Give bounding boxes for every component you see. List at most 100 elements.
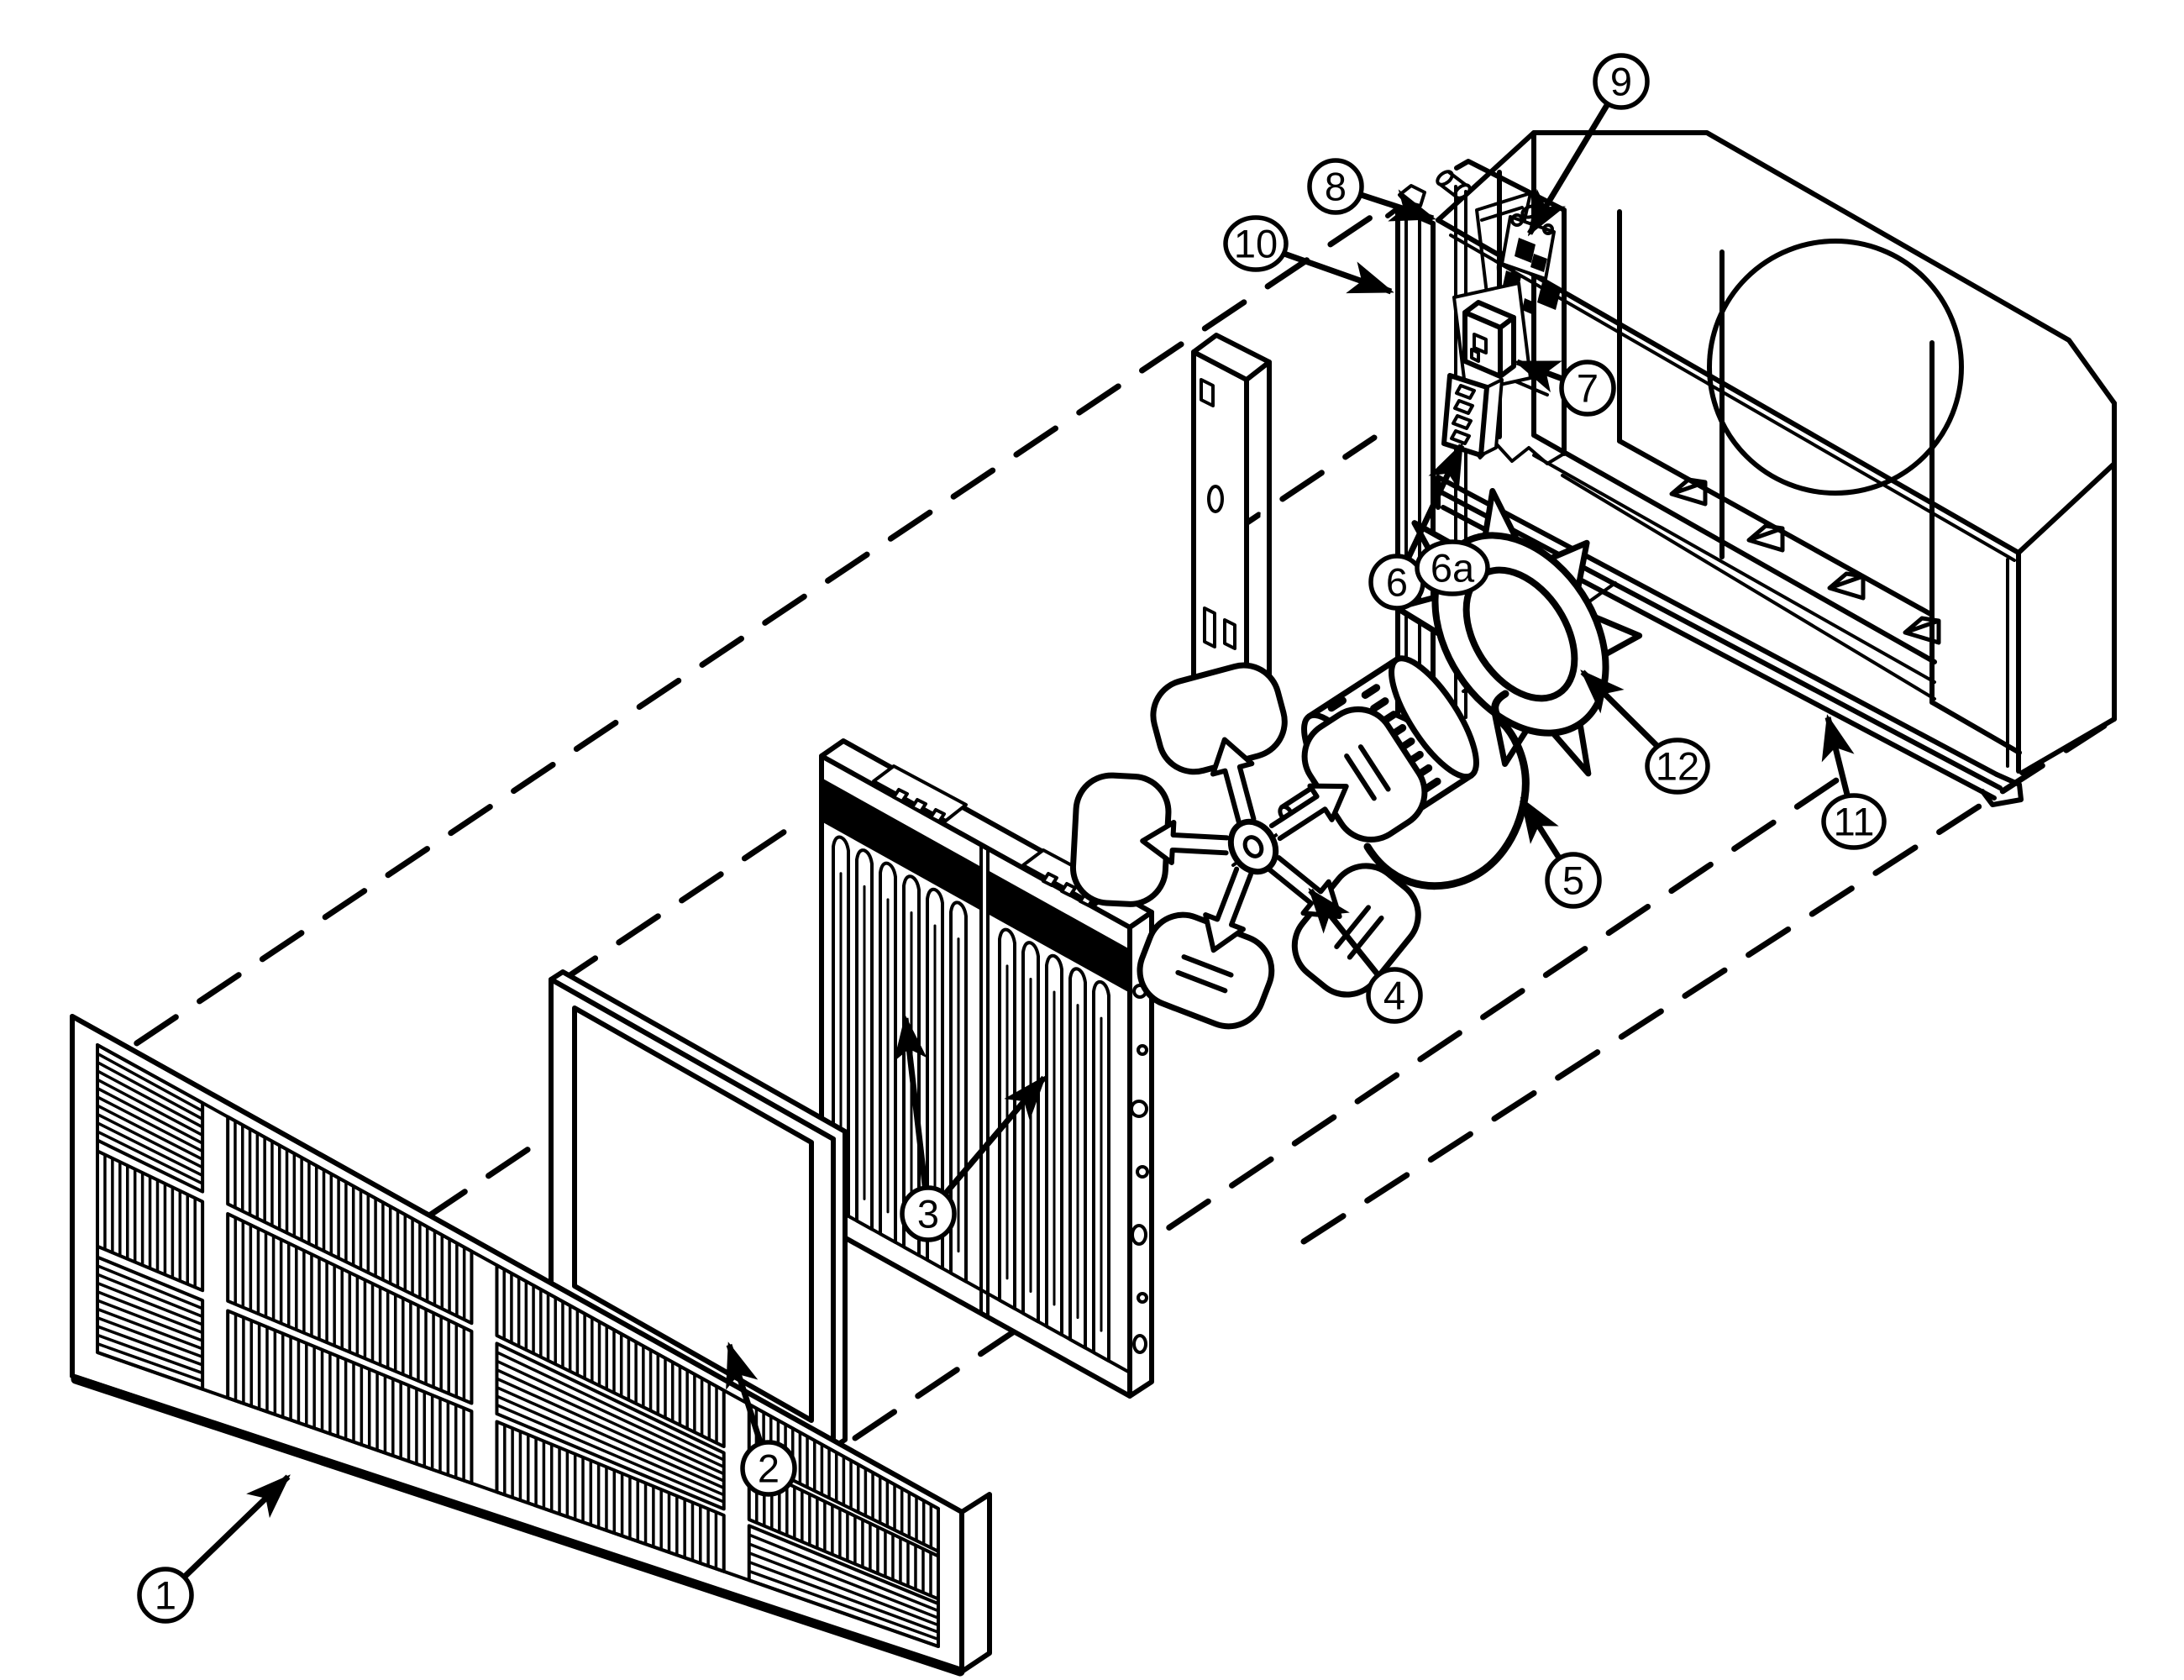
- partition-slot-hole: [1200, 378, 1215, 407]
- motor-vent: [1361, 684, 1381, 699]
- control-bracket-line: [1480, 206, 1524, 222]
- switch-side: [1498, 315, 1516, 379]
- motor-back-face: [1389, 655, 1479, 780]
- callout-number: 1: [155, 1573, 176, 1618]
- louver-line: [96, 1315, 204, 1359]
- louver-panel-border: [747, 1463, 940, 1601]
- fan-spoke: [1268, 783, 1349, 842]
- louver-line: [96, 1341, 204, 1383]
- louver-panel-border: [226, 1309, 474, 1485]
- cabinet-ledge-line-2: [1532, 454, 1936, 684]
- base-rail-end-cap: [1980, 772, 2024, 807]
- callout-number: 3: [917, 1192, 939, 1236]
- louver-panel: [495, 1420, 726, 1573]
- fan-spoke: [1203, 866, 1253, 953]
- callout-leader: [1821, 714, 1855, 795]
- louver-line: [96, 1086, 204, 1145]
- louver-line: [495, 1385, 726, 1490]
- callout-circle: [1593, 53, 1650, 110]
- heater-end-plate-holes: [1130, 984, 1149, 1354]
- callout-11: 11: [1821, 714, 1887, 850]
- louver-line: [96, 1273, 204, 1319]
- callout-5: 5: [1520, 796, 1602, 909]
- louver-panel: [495, 1341, 726, 1511]
- screw-head-1: [1510, 213, 1524, 227]
- sleeve-bottom-front-edge: [1300, 722, 2108, 1245]
- callout-number: 10: [1234, 222, 1278, 266]
- sleeve-top-front-edge: [553, 818, 803, 988]
- terminal-pin-1: [1455, 384, 1476, 400]
- switch-slot: [1473, 333, 1488, 354]
- callout-circle: [1366, 967, 1423, 1024]
- callout-1: 1: [137, 1474, 291, 1624]
- callout-leader: [183, 1474, 291, 1578]
- callout-circle: [900, 1185, 957, 1242]
- blade-mark: [1344, 753, 1377, 801]
- terminal-pin-4: [1450, 429, 1471, 445]
- terminal-pins: [1450, 384, 1476, 445]
- louver-panel-border: [96, 1043, 205, 1194]
- fan-spoke: [1210, 737, 1257, 826]
- cabinet-ledge-line-1: [1531, 433, 1937, 664]
- louver-line: [495, 1403, 726, 1504]
- cabinet-bottom-right-edge: [2019, 717, 2117, 775]
- louver-line: [495, 1377, 726, 1483]
- terminal-lug: [1522, 298, 1536, 315]
- louver-panel: [226, 1115, 474, 1326]
- shroud-flare-tab: [1547, 539, 1590, 591]
- condenser-fan-opening: [1707, 239, 1964, 496]
- louver-panel: [495, 1263, 726, 1449]
- callout-leader: [1514, 359, 1563, 393]
- callout-leader: [1308, 887, 1380, 976]
- switch-slot-2: [1470, 348, 1480, 363]
- heater-filter-assembly: [819, 738, 1154, 1399]
- louver-line: [748, 1560, 940, 1634]
- callout-circle: [740, 1440, 797, 1497]
- louver-panel: [96, 1043, 205, 1194]
- louver-line: [96, 1325, 204, 1367]
- front-grille: [70, 1014, 992, 1677]
- louver-line: [96, 1130, 204, 1185]
- callout-3: 3: [893, 1015, 1047, 1242]
- louver-line: [96, 1307, 204, 1351]
- rear-cabinet: [1436, 130, 2117, 775]
- louver-line: [96, 1095, 204, 1153]
- callout-leader: [943, 1074, 1047, 1195]
- motor-vent: [1422, 777, 1441, 793]
- louver-line: [96, 1333, 204, 1375]
- louver-panel: [226, 1212, 474, 1405]
- louver-line: [96, 1104, 204, 1161]
- louver-line: [748, 1533, 940, 1613]
- louver-panel-border: [495, 1341, 726, 1511]
- blade-mark: [1357, 744, 1391, 792]
- blade-mark: [1175, 969, 1228, 994]
- callout-number: 6: [1386, 560, 1408, 605]
- fan-spoke-arrow: [1210, 737, 1257, 826]
- bracket-holes: [892, 788, 946, 823]
- relay-contact-3: [1530, 254, 1547, 272]
- fan-hub: [1227, 818, 1279, 875]
- callout-circle: [1821, 793, 1887, 850]
- louver-line: [96, 1060, 204, 1121]
- filter-frame: [549, 969, 848, 1450]
- callout-7: 7: [1514, 359, 1616, 417]
- terminal-block: [1441, 373, 1504, 458]
- callout-number: 11: [1834, 800, 1875, 844]
- fan-spoke-arrow: [1140, 820, 1230, 865]
- louver-line: [96, 1052, 204, 1113]
- louver-line: [748, 1569, 940, 1641]
- cabinet-interior-floor-edge-2: [1929, 700, 2022, 755]
- louver-panel: [96, 1149, 205, 1293]
- sleeve-top-back-edge: [71, 207, 1385, 1089]
- callout-leader: [1580, 669, 1661, 749]
- callout-number: 6a: [1431, 546, 1475, 591]
- base-clip-tab: [1827, 571, 1866, 601]
- louver-line: [495, 1351, 726, 1462]
- callout-10: 10: [1223, 215, 1394, 295]
- callout-number: 5: [1562, 858, 1584, 903]
- callout-leader: [1361, 189, 1436, 222]
- fan-blade-lobe: [1137, 911, 1275, 1030]
- terminal-pin-3: [1452, 414, 1473, 430]
